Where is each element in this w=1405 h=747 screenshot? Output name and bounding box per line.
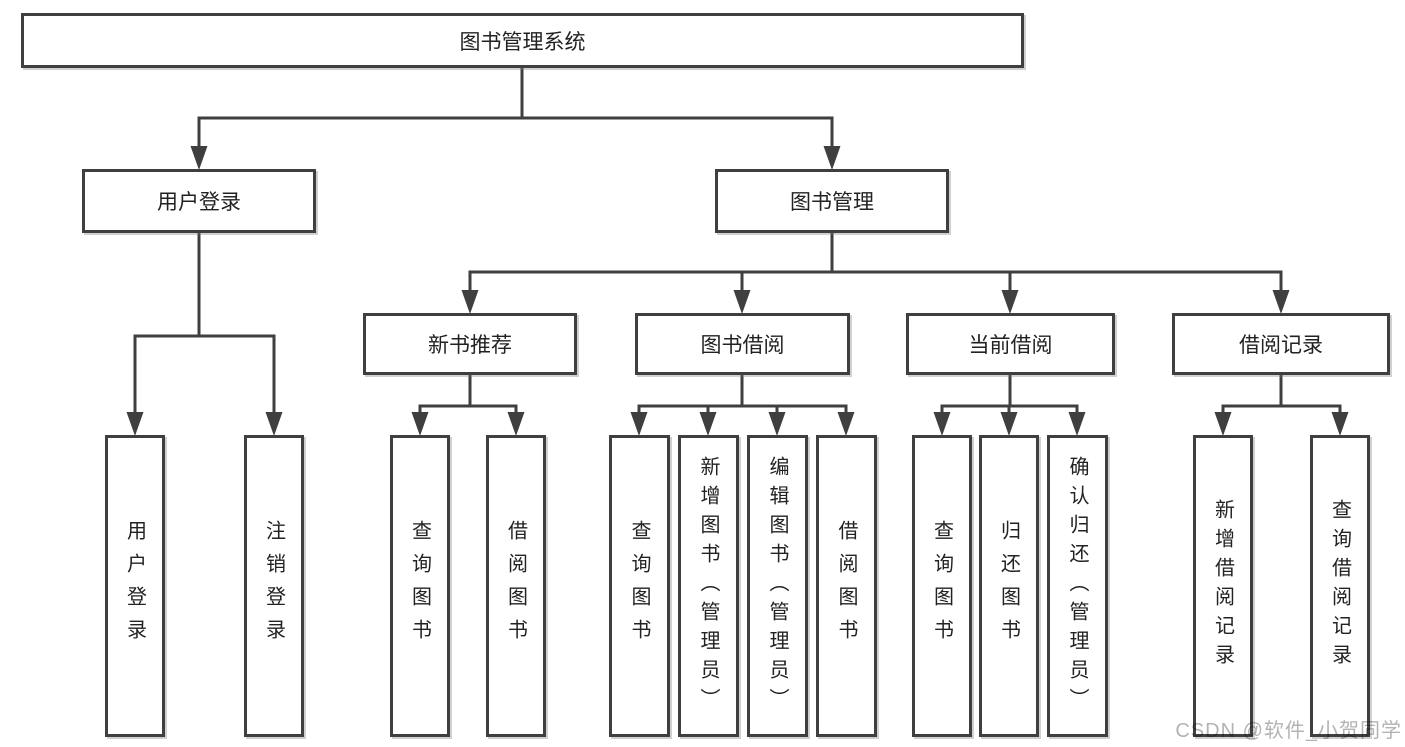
node-new-book-recommendation: 新书推荐 (363, 313, 577, 375)
node-library-management-system: 图书管理系统 (21, 13, 1024, 68)
csdn-watermark: CSDN @软件_小贺同学 (1175, 720, 1402, 742)
node-book-management: 图书管理 (715, 169, 949, 233)
leaf-borrowing-query-books: 查询图书 (609, 435, 670, 737)
leaf-records-add-record: 新增借阅记录 (1193, 435, 1253, 737)
leaf-borrowing-edit-books-admin: 编辑图书（管理员） (747, 435, 808, 737)
leaf-recommend-query-books: 查询图书 (390, 435, 450, 737)
leaf-recommend-borrow-books: 借阅图书 (486, 435, 546, 737)
leaf-logout: 注销登录 (244, 435, 304, 737)
leaf-current-return-books: 归还图书 (979, 435, 1039, 737)
leaf-records-query-record: 查询借阅记录 (1310, 435, 1370, 737)
leaf-user-login: 用户登录 (105, 435, 165, 737)
leaf-borrowing-add-books-admin: 新增图书（管理员） (678, 435, 739, 737)
leaf-current-query-books: 查询图书 (912, 435, 972, 737)
leaf-borrowing-borrow-books: 借阅图书 (816, 435, 877, 737)
node-book-borrowing: 图书借阅 (635, 313, 850, 375)
node-current-borrowing: 当前借阅 (906, 313, 1115, 375)
node-user-login: 用户登录 (82, 169, 316, 233)
node-borrowing-records: 借阅记录 (1172, 313, 1390, 375)
leaf-current-confirm-return-admin: 确认归还（管理员） (1047, 435, 1108, 737)
